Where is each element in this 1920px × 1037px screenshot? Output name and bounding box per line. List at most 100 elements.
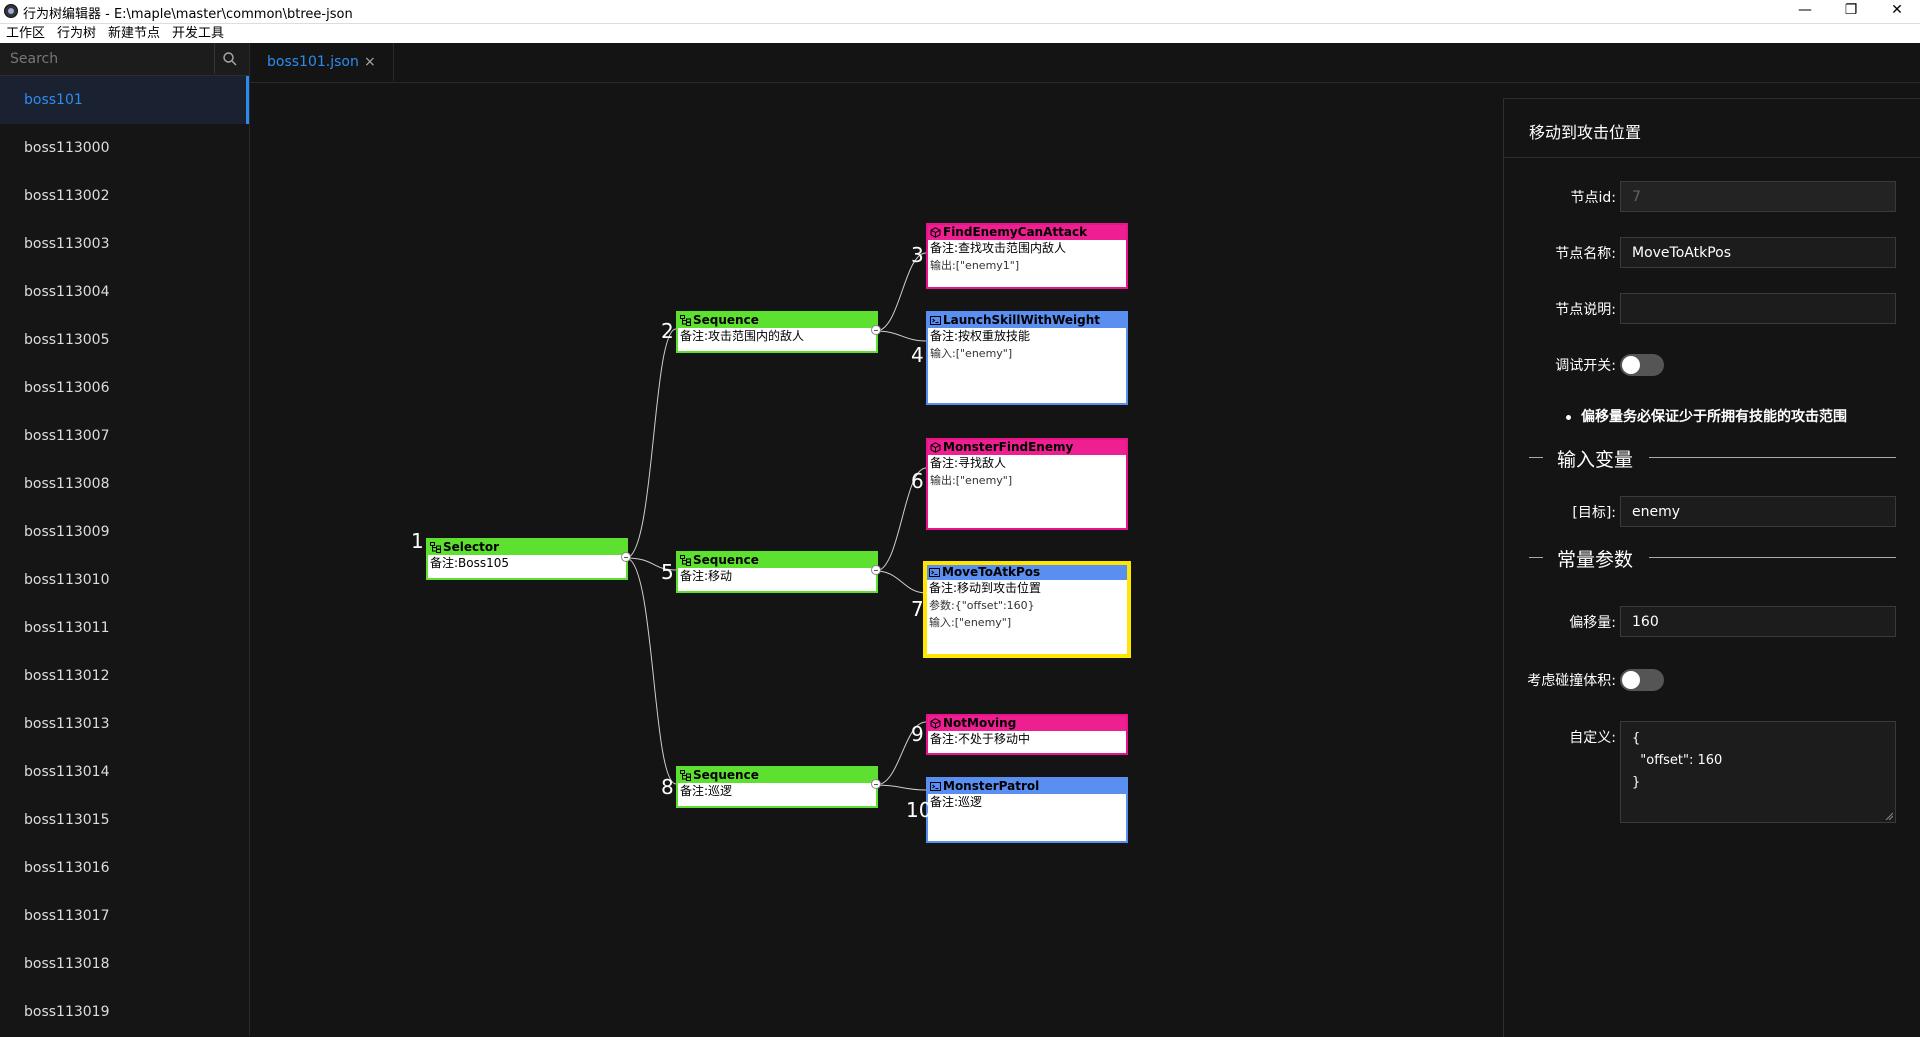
composite-icon [680,770,691,781]
tree-node-sequence[interactable]: Sequence 备注:移动 [676,551,878,593]
link-8-9 [875,721,927,786]
composite-icon [680,555,691,566]
file-item-boss113017[interactable]: boss113017 [24,908,110,924]
file-item-boss113005[interactable]: boss113005 [24,332,110,348]
node-detail: 备注:移动 [680,569,733,583]
collide-label: 考虑碰撞体积: [1527,673,1616,689]
divider-line [1649,557,1896,558]
file-item-boss113014[interactable]: boss113014 [24,764,110,780]
const-section-label: 常量参数 [1557,549,1634,571]
target-field[interactable] [1620,496,1896,527]
close-icon[interactable]: × [364,54,376,70]
node-title: FindEnemyCanAttack [928,225,1126,240]
node-title: MonsterFindEnemy [928,440,1126,455]
node-number: 4 [911,343,924,367]
offset-field[interactable] [1620,606,1896,637]
resize-handle-icon[interactable] [1885,812,1893,820]
node-number: 6 [911,469,924,493]
custom-label: 自定义: [1569,730,1616,746]
node-title-text: MoveToAtkPos [942,565,1041,579]
file-item-boss113008[interactable]: boss113008 [24,476,110,492]
link-1-8 [625,557,677,785]
node-detail: 输入:["enemy"] [929,616,1012,629]
custom-value: { "offset": 160 } [1632,731,1723,790]
input-section-label: 输入变量 [1557,449,1634,471]
node-number: 2 [661,319,674,343]
composite-icon [680,315,691,326]
node-detail: 备注:巡逻 [930,795,983,809]
file-item-boss113010[interactable]: boss113010 [24,572,110,588]
collide-toggle[interactable] [1620,669,1664,691]
input-section-divider: 输入变量 [1529,445,1896,471]
file-item-boss113009[interactable]: boss113009 [24,524,110,540]
node-detail: 备注:巡逻 [680,784,733,798]
tip-label: 偏移量务必保证少于所拥有技能的攻击范围 [1581,409,1847,425]
file-item-boss113007[interactable]: boss113007 [24,428,110,444]
file-item-boss113019[interactable]: boss113019 [24,1004,110,1020]
collapse-toggle-icon[interactable] [871,325,881,335]
action-icon [930,782,941,791]
search-icon[interactable] [222,51,238,67]
search-box [0,43,249,76]
file-item-boss113016[interactable]: boss113016 [24,860,110,876]
node-number: 7 [911,597,924,621]
file-item-boss113012[interactable]: boss113012 [24,668,110,684]
file-item-boss113002[interactable]: boss113002 [24,188,110,204]
node-title-text: Sequence [693,553,759,567]
close-window-button[interactable]: ✕ [1891,2,1903,18]
file-item-boss113004[interactable]: boss113004 [24,284,110,300]
window-controls: — ❐ ✕ [1782,0,1920,23]
debug-toggle[interactable] [1620,354,1664,376]
file-item-boss101[interactable]: boss101 [0,76,249,124]
collapse-toggle-icon[interactable] [871,779,881,789]
file-item-boss113018[interactable]: boss113018 [24,956,110,972]
file-item-boss113000[interactable]: boss113000 [24,140,110,156]
search-input[interactable] [0,43,215,74]
condition-icon [930,718,941,729]
target-label: [目标]: [1572,505,1616,521]
link-5-7 [875,570,927,594]
link-8-10 [875,784,927,791]
node-number: 9 [911,722,924,746]
node-title-text: FindEnemyCanAttack [943,225,1088,239]
file-item-boss113006[interactable]: boss113006 [24,380,110,396]
node-detail: 输出:["enemy"] [930,474,1013,487]
custom-textarea[interactable]: { "offset": 160 } [1620,721,1896,823]
menu-new-node[interactable]: 新建节点 [108,26,161,41]
node-id-field [1620,181,1896,212]
divider-line [1529,457,1543,458]
menu-workspace[interactable]: 工作区 [6,26,46,41]
node-detail: 备注:移动到攻击位置 [929,581,1042,595]
file-item-boss113013[interactable]: boss113013 [24,716,110,732]
file-item-boss113011[interactable]: boss113011 [24,620,110,636]
node-detail: 输出:["enemy1"] [930,259,1020,272]
tab-boss101[interactable]: boss101.json × [250,43,394,82]
link-1-2 [625,328,677,559]
file-item-boss113015[interactable]: boss113015 [24,812,110,828]
menu-dev-tools[interactable]: 开发工具 [172,26,225,41]
node-detail: 备注:按权重放技能 [930,329,1031,343]
node-name-field[interactable] [1620,237,1896,268]
minimize-button[interactable]: — [1798,2,1812,18]
condition-icon [930,442,941,453]
maximize-button[interactable]: ❐ [1844,2,1858,18]
menu-btree[interactable]: 行为树 [57,26,97,41]
node-desc-field[interactable] [1620,293,1896,324]
node-detail: 输入:["enemy"] [930,347,1013,360]
offset-label: 偏移量: [1569,615,1616,631]
divider [1504,157,1920,158]
file-item-boss113003[interactable]: boss113003 [24,236,110,252]
collapse-toggle-icon[interactable] [871,565,881,575]
collapse-toggle-icon[interactable] [621,552,631,562]
link-5-6 [875,467,927,572]
